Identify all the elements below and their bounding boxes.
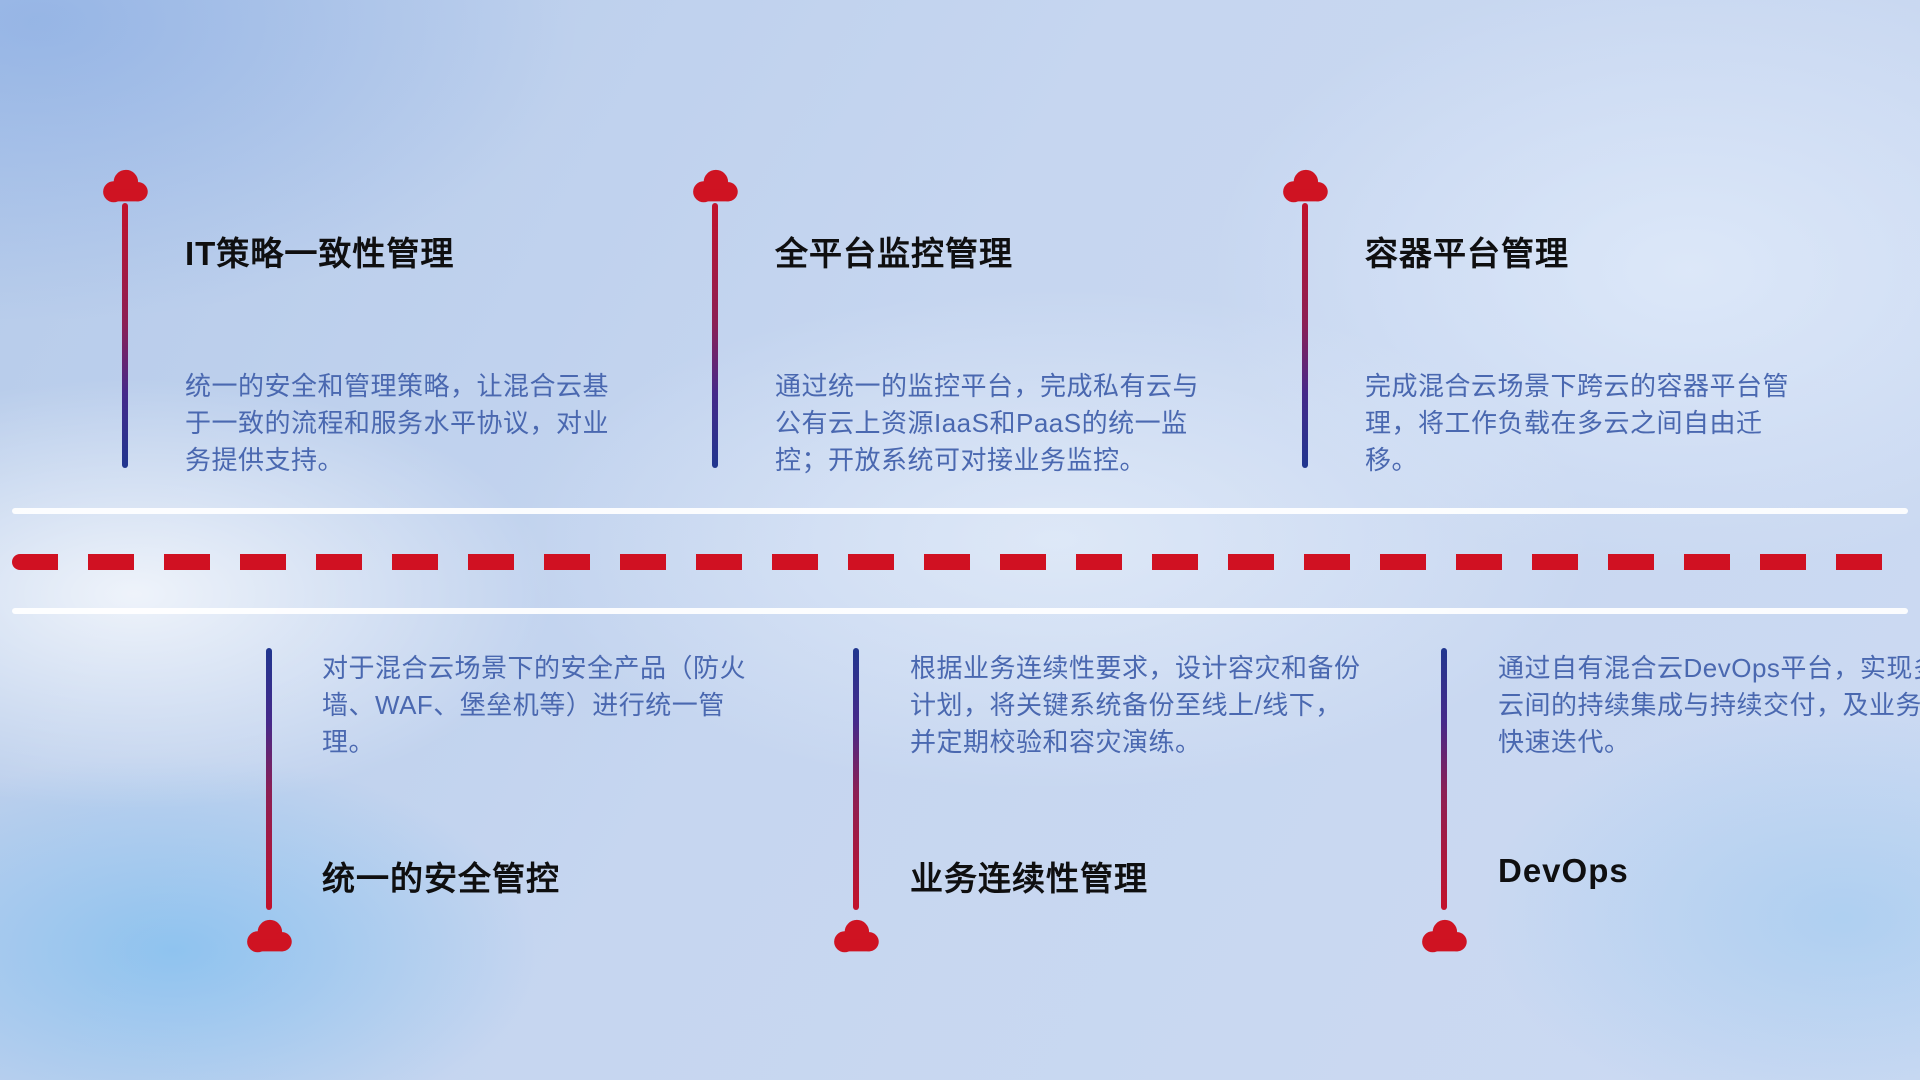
cloud-icon	[687, 168, 743, 205]
pole-security-control	[241, 648, 297, 955]
pole-gradient-line	[1302, 203, 1308, 468]
cloud-icon	[241, 918, 297, 955]
divider-line-top	[12, 508, 1908, 514]
pole-gradient-line	[853, 648, 859, 910]
pole-gradient-line	[122, 203, 128, 468]
item-title-devops: DevOps	[1498, 852, 1629, 889]
item-title-business-continuity: 业务连续性管理	[910, 860, 1148, 897]
pole-monitoring	[687, 168, 743, 468]
cloud-icon	[1277, 168, 1333, 205]
pole-gradient-line	[712, 203, 718, 468]
cloud-icon	[97, 168, 153, 205]
pole-it-policy	[97, 168, 153, 468]
item-description-it-policy: 统一的安全和管理策略，让混合云基于一致的流程和服务水平协议，对业务提供支持。	[185, 371, 610, 475]
item-description-devops: 通过自有混合云DevOps平台，实现多云间的持续集成与持续交付，及业务的快速迭代…	[1498, 653, 1920, 757]
item-description-monitoring: 通过统一的监控平台，完成私有云与公有云上资源IaaS和PaaS的统一监控；开放系…	[775, 371, 1200, 475]
item-title-monitoring: 全平台监控管理	[775, 235, 1013, 272]
pole-container-platform	[1277, 168, 1333, 468]
pole-devops	[1416, 648, 1472, 955]
pole-business-continuity	[828, 648, 884, 955]
item-title-container-platform: 容器平台管理	[1365, 235, 1569, 272]
divider-dashed-line	[12, 554, 1908, 570]
pole-gradient-line	[1441, 648, 1447, 910]
item-description-security-control: 对于混合云场景下的安全产品（防火墙、WAF、堡垒机等）进行统一管理。	[322, 653, 747, 757]
cloud-icon	[1416, 918, 1472, 955]
cloud-icon	[828, 918, 884, 955]
item-description-business-continuity: 根据业务连续性要求，设计容灾和备份计划，将关键系统备份至线上/线下，并定期校验和…	[910, 653, 1361, 757]
pole-gradient-line	[266, 648, 272, 910]
item-title-security-control: 统一的安全管控	[322, 860, 560, 897]
divider-line-bottom	[12, 608, 1908, 614]
item-description-container-platform: 完成混合云场景下跨云的容器平台管理，将工作负载在多云之间自由迁移。	[1365, 371, 1790, 475]
item-title-it-policy: IT策略一致性管理	[185, 235, 455, 272]
